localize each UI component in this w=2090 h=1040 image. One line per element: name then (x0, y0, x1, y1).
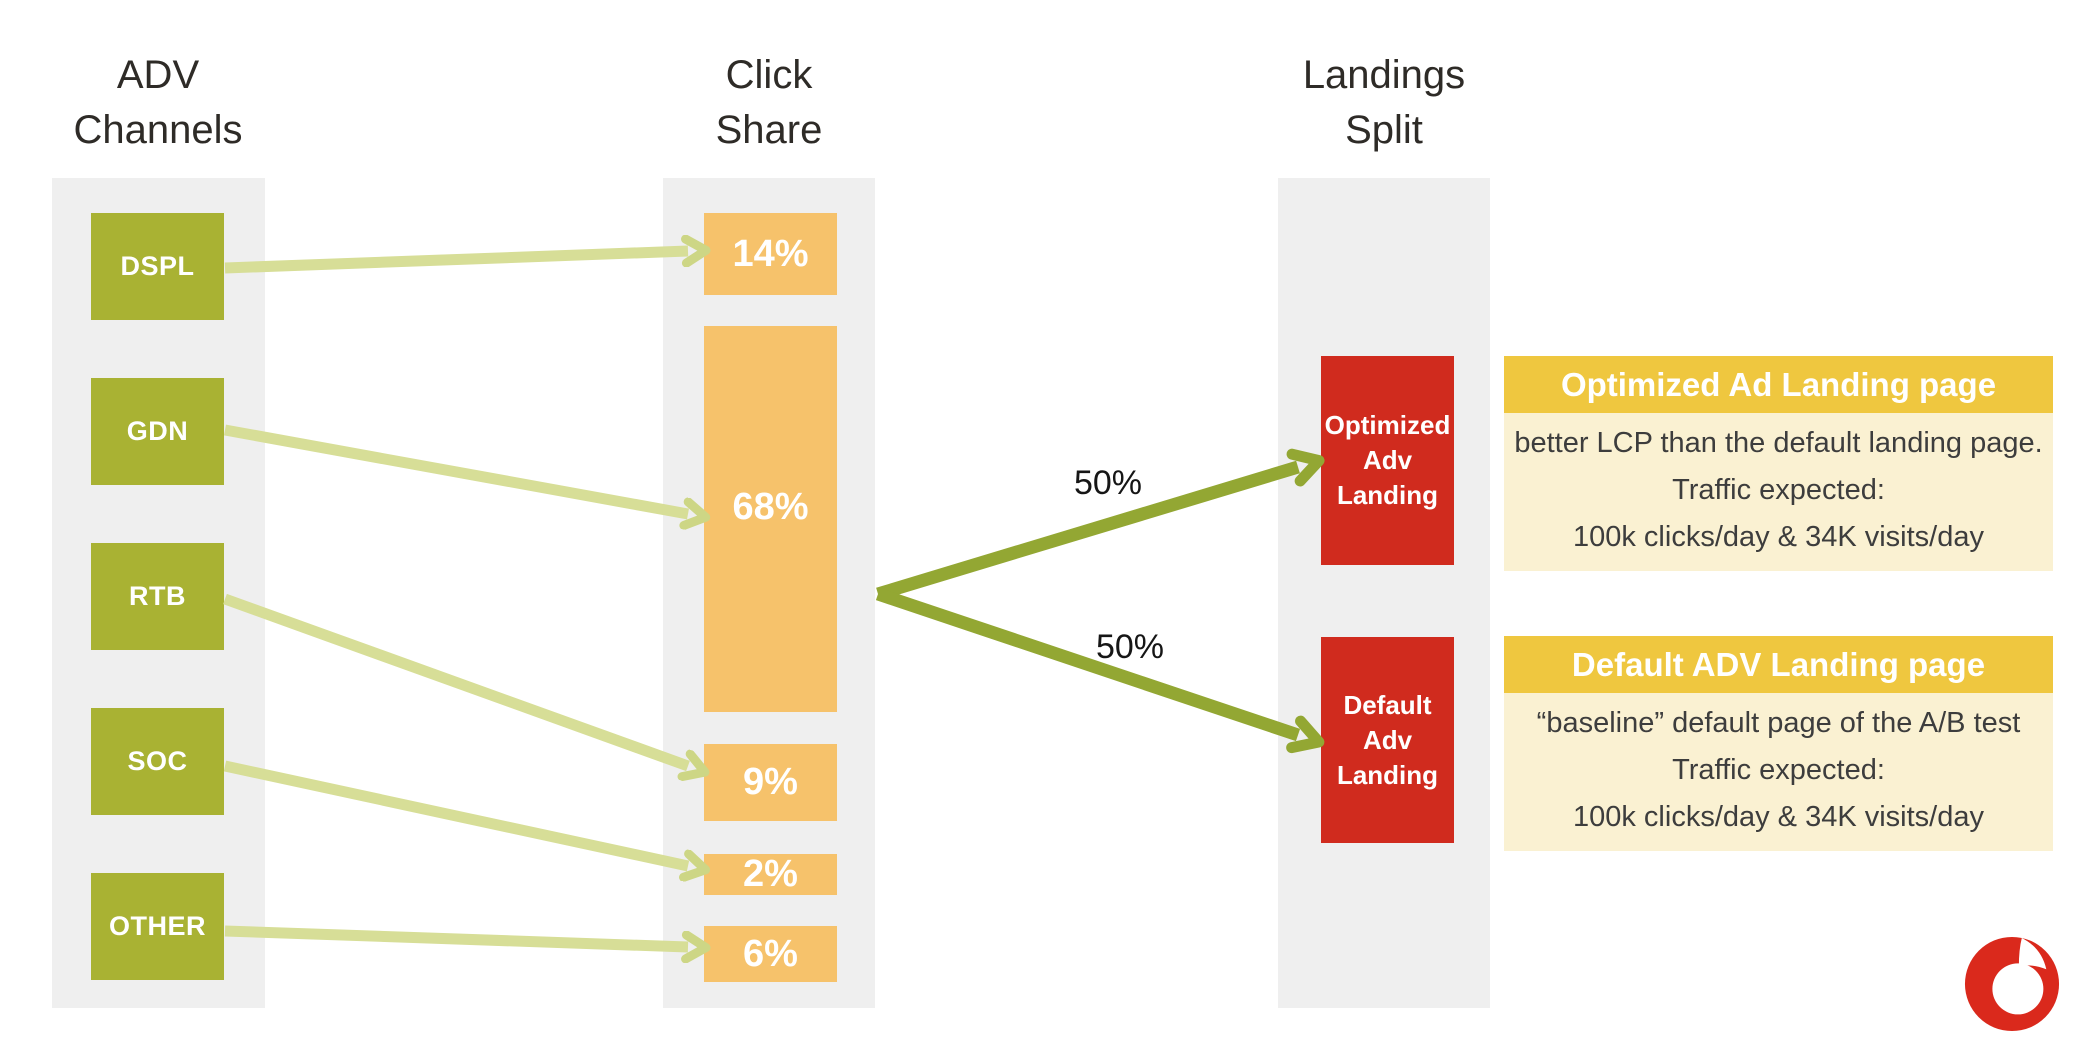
info-card-default: Default ADV Landing page “baseline” defa… (1504, 636, 2053, 851)
title-line: Channels (73, 108, 243, 152)
card-body: better LCP than the default landing page… (1504, 413, 2053, 571)
landing-label-line: Landing (1336, 759, 1439, 790)
title-landings-split: Landings Split (1244, 48, 1524, 158)
card-line: 100k clicks/day & 34K visits/day (1572, 521, 1984, 553)
split-label-bottom: 50% (1095, 628, 1165, 666)
channel-label: SOC (127, 746, 188, 776)
arrow-gdn-to-share (224, 424, 688, 514)
channel-box-other: OTHER (91, 873, 224, 980)
arrow-soc-to-share (223, 760, 688, 866)
card-header: Default ADV Landing page (1504, 636, 2053, 693)
split-label-top: 50% (1073, 464, 1143, 502)
vodafone-logo-icon (1964, 936, 2060, 1032)
card-line: better LCP than the default landing page… (1514, 427, 2043, 459)
arrow-rtb-to-share (223, 593, 688, 766)
share-value: 68% (732, 486, 809, 528)
landing-box-optimized: Optimized Adv Landing (1321, 356, 1454, 565)
share-value: 9% (743, 761, 798, 803)
landing-label-line: Optimized (1324, 410, 1451, 440)
share-value: 2% (743, 853, 798, 895)
card-line: Traffic expected: (1672, 754, 1885, 786)
title-line: Split (1345, 108, 1423, 152)
channel-box-soc: SOC (91, 708, 224, 815)
share-box-other: 6% (704, 926, 837, 982)
card-header: Optimized Ad Landing page (1504, 356, 2053, 413)
card-line: 100k clicks/day & 34K visits/day (1572, 801, 1984, 833)
channel-label: GDN (126, 416, 189, 446)
title-line: Share (715, 108, 823, 152)
landing-label-line: Landing (1336, 480, 1439, 510)
title-line: ADV (116, 53, 200, 97)
arrow-other-to-share (224, 925, 688, 947)
share-value: 14% (732, 232, 809, 275)
landing-label-line: Adv (1362, 445, 1413, 475)
card-line: Traffic expected: (1672, 474, 1885, 506)
card-body: “baseline” default page of the A/B test … (1504, 693, 2053, 851)
channel-box-rtb: RTB (91, 543, 224, 650)
landing-box-default: Default Adv Landing (1321, 637, 1454, 843)
column-landings-split (1278, 178, 1490, 1008)
channel-box-dspl: DSPL (91, 213, 224, 320)
title-click-share: Click Share (629, 48, 909, 158)
info-card-optimized: Optimized Ad Landing page better LCP tha… (1504, 356, 2053, 571)
share-box-rtb: 9% (704, 744, 837, 821)
share-box-gdn: 68% (704, 326, 837, 712)
landing-label-line: Adv (1362, 724, 1413, 755)
title-line: Landings (1302, 53, 1466, 97)
channel-label: OTHER (109, 911, 206, 941)
channel-label: RTB (129, 581, 186, 611)
card-line: “baseline” default page of the A/B test (1536, 707, 2021, 739)
title-adv-channels: ADV Channels (18, 48, 298, 158)
landing-label-line: Default (1343, 689, 1432, 720)
title-line: Click (725, 53, 813, 97)
arrow-dspl-to-share (224, 251, 688, 274)
share-box-dspl: 14% (704, 213, 837, 295)
share-box-soc: 2% (704, 853, 837, 895)
channel-label: DSPL (120, 251, 195, 281)
channel-box-gdn: GDN (91, 378, 224, 485)
share-value: 6% (743, 932, 798, 975)
